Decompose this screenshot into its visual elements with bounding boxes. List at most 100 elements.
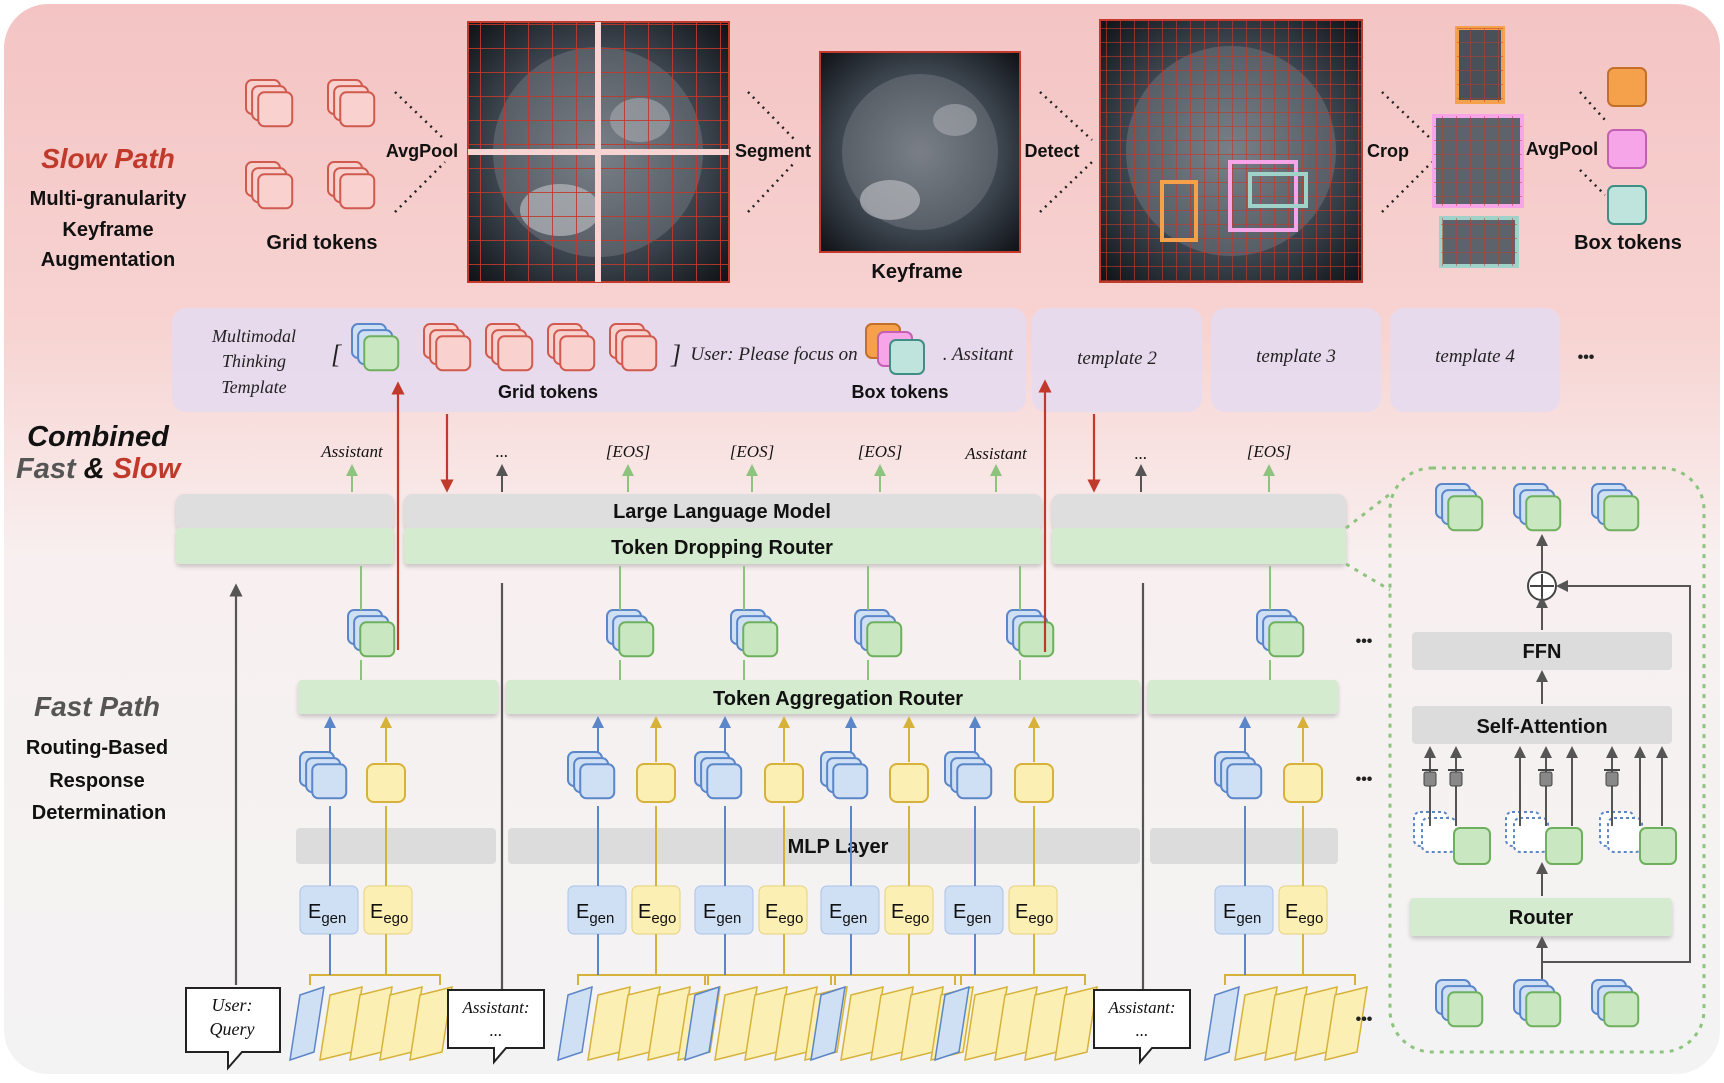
router-label: Router [1509,907,1574,929]
expert-gen-main-2: E [703,901,716,923]
slow-desc-1: Multi-granularity [30,188,188,210]
llm-label: Large Language Model [613,501,831,523]
assistant-text: . Assitant [943,344,1014,365]
trash-icon [1423,771,1437,787]
token-green-0-front [359,621,396,658]
residual-connection [1542,580,1691,963]
output-label-2: [EOS] [606,442,650,461]
frame-blue-0 [289,985,325,1062]
token-aggregation-router-label: Token Aggregation Router [713,688,963,710]
template-grid-token-1-front [497,335,534,372]
frame-yellow-2-2 [774,985,818,1062]
template-4-panel [1390,308,1560,412]
kept-token-2 [1639,827,1677,865]
mlp-layer-label: MLP Layer [788,836,889,858]
token-blue-1-front [579,763,616,800]
mlp-bar [508,828,1140,864]
frame-bracket-1 [577,974,709,985]
mm-template-line-1: Multimodal [211,326,296,346]
fan-line [1039,161,1093,213]
slow-grid-token-icons [245,79,376,210]
grid-token-0-front [257,91,294,128]
template-2-panel [1032,308,1202,412]
ellipsis-1: ••• [1356,633,1373,650]
expert-gen-label-3: Egen [829,901,867,927]
token-green-1-front [618,621,655,658]
combined-fast-word: Fast [16,453,77,485]
template-2-label: template 2 [1077,348,1157,369]
fast-desc-1: Routing-Based [26,737,168,759]
slow-desc-3: Augmentation [41,249,175,271]
fast-desc-2: Response [49,770,145,792]
expert-ego-label-0: Eego [370,901,408,927]
expert-ego-label-2: Eego [765,901,803,927]
frame-yellow-0-2 [379,985,423,1062]
detail-bottom-token-0-front [1447,991,1484,1028]
kept-token-1 [1545,827,1583,865]
expert-ego-sub-3: ego [904,910,929,927]
box-tokens-label: Box tokens [1574,232,1682,254]
frame-blue-2 [684,985,720,1062]
expert-gen-main-1: E [576,901,589,923]
kept-token-0 [1453,827,1491,865]
fast-desc-3: Determination [32,802,166,824]
combined-amp: & [84,453,105,485]
frame-bracket-2 [704,974,836,985]
assistant-bubble-2-line-2: ... [1136,1021,1149,1040]
grid-token-1-front [339,91,376,128]
detail-bottom-token-2-front [1603,991,1640,1028]
template-token-icons [351,323,925,375]
template-box-tokens-label: Box tokens [851,382,948,402]
output-label-6: ... [1135,444,1148,463]
token-green-3-front [866,621,903,658]
ellipsis-3: ••• [1356,1011,1373,1028]
expert-ego-box-0 [363,885,413,935]
fan-line [1039,91,1093,141]
router-block [1410,898,1672,936]
frame-yellow-0-1 [349,985,393,1062]
frame-yellow-5-0 [1234,985,1278,1062]
segment-label: Segment [735,141,811,161]
assistant-bubble-1-line-2: ... [490,1021,503,1040]
expert-ego-sub-1: ego [651,910,676,927]
detail-bottom-token-1-front [1525,991,1562,1028]
expert-ego-main-3: E [891,901,904,923]
frame-yellow-4-1 [994,985,1038,1062]
token-green-5-front [1268,621,1305,658]
user-bubble-line-1: User: [212,995,253,1015]
frame-blue-4 [934,985,970,1062]
frame-yellow-5-1 [1264,985,1308,1062]
expert-ego-main-1: E [638,901,651,923]
frame-yellow-1-1 [617,985,661,1062]
expert-gen-sub-1: gen [589,910,614,927]
expert-gen-label-5: Egen [1223,901,1261,927]
trash-icon [1539,771,1553,787]
frame-yellow-0-3 [409,985,453,1062]
expert-ego-label-3: Eego [891,901,929,927]
expert-gen-sub-2: gen [716,910,741,927]
output-label-4: [EOS] [858,442,902,461]
frame-yellow-1-0 [587,985,631,1062]
output-label-5: Assistant [964,444,1028,463]
slow-path-title: Slow Path [41,143,175,174]
box-token-pink [1607,129,1647,169]
expert-ego-sub-2: ego [778,910,803,927]
combined-label: Combined [27,421,170,453]
frame-yellow-3-0 [840,985,884,1062]
token-yellow-1 [636,763,676,803]
fan-line [394,91,446,141]
frame-yellow-0-0 [319,985,363,1062]
self-attention-label: Self-Attention [1476,716,1607,738]
box-token-teal [1607,185,1647,225]
output-label-7: [EOS] [1247,442,1291,461]
template-box-teal [889,339,925,375]
ffn-label: FFN [1523,641,1562,663]
assistant-bubble-2 [1093,989,1191,1065]
frame-yellow-2-0 [714,985,758,1062]
frame-yellow-4-3 [1054,985,1098,1062]
token-green-4-front [1018,621,1055,658]
expert-ego-label-4: Eego [1015,901,1053,927]
grid-tokens-label: Grid tokens [266,232,377,254]
template-grid-token-2-front [559,335,596,372]
